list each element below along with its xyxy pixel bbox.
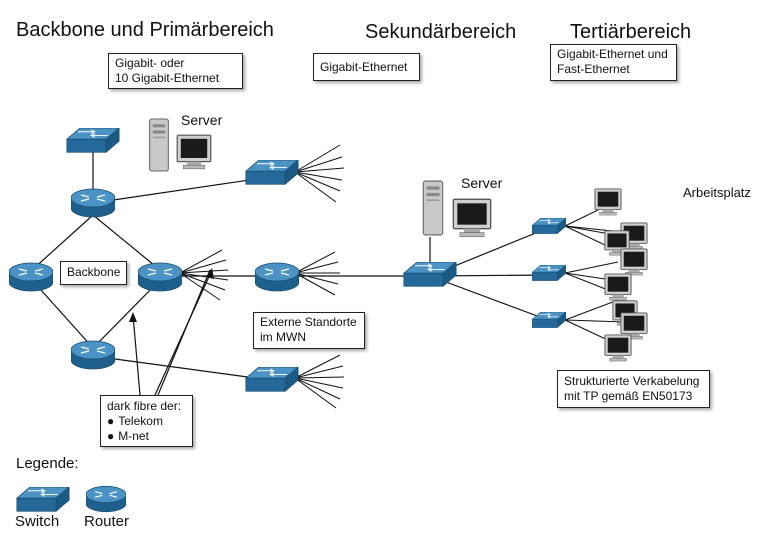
dark-fibre-box: dark fibre der: ●Telekom ●M-net [100, 395, 193, 447]
server-monitor-icon [452, 198, 492, 238]
primary-media-line1: Gigabit- oder [115, 56, 185, 70]
legend-switch-icon [16, 487, 70, 512]
fanout-switch-top [294, 144, 345, 203]
switch-core [66, 128, 120, 153]
switch-tertiary-3 [532, 312, 566, 328]
cabling-line1: Strukturierte Verkabelung [564, 374, 700, 388]
switch-secondary-top [245, 160, 299, 185]
switch-tertiary-2 [532, 265, 566, 281]
router-external [255, 262, 299, 292]
fanout-switch-bottom [294, 354, 345, 409]
structured-cabling-box: Strukturierte Verkabelung mit TP gemäß E… [557, 370, 710, 408]
external-line2: im MWN [260, 330, 306, 344]
server-label-primary: Server [181, 112, 223, 128]
legend-router-icon [86, 485, 126, 513]
switch-secondary-bottom [245, 367, 299, 392]
external-line1: Externe Standorte [260, 315, 357, 329]
external-sites-box: Externe Standorte im MWN [253, 312, 365, 349]
tertiary-media-line1: Gigabit-Ethernet und [557, 47, 668, 61]
router-primary-bottom [71, 340, 115, 370]
tertiary-media-box: Gigabit-Ethernet und Fast-Ethernet [550, 44, 677, 81]
legend-title: Legende: [16, 455, 79, 472]
workstation-icon [604, 334, 632, 362]
dark-fibre-item: ●M-net [107, 429, 149, 443]
workstation-icon [604, 273, 632, 301]
backbone-label: Backbone [67, 265, 121, 279]
workstation-cluster [594, 188, 648, 362]
server-tower-icon [149, 118, 169, 172]
primary-media-box: Gigabit- oder 10 Gigabit-Ethernet [108, 53, 243, 89]
workstation-icon [620, 248, 648, 276]
router-backbone-left [9, 262, 53, 292]
cabling-line2: mit TP gemäß EN50173 [564, 389, 693, 403]
fanout-router-external [294, 251, 340, 296]
legend-switch-label: Switch [15, 513, 60, 530]
secondary-media-label: Gigabit-Ethernet [320, 60, 408, 74]
heading-secondary: Sekundärbereich [365, 21, 517, 43]
fanout-router-mid [179, 249, 229, 301]
router-primary-top [71, 188, 115, 218]
dark-fibre-title: dark fibre der: [107, 399, 182, 413]
dark-fibre-item: ●Telekom [107, 414, 163, 428]
server-tower-icon [422, 180, 444, 236]
primary-media-line2: 10 Gigabit-Ethernet [115, 71, 220, 85]
switch-tertiary-1 [532, 218, 566, 234]
server-monitor-icon [176, 134, 212, 170]
legend-router-label: Router [84, 513, 130, 530]
heading-backbone: Backbone und Primärbereich [16, 19, 274, 41]
heading-tertiary: Tertiärbereich [570, 21, 692, 43]
workplace-label: Arbeitsplatz [683, 185, 751, 200]
tertiary-media-line2: Fast-Ethernet [557, 62, 630, 76]
secondary-media-box: Gigabit-Ethernet [313, 53, 420, 81]
router-backbone-right [138, 262, 182, 292]
server-label-secondary: Server [461, 175, 503, 191]
workstation-icon [594, 188, 622, 216]
backbone-box: Backbone [60, 261, 127, 285]
